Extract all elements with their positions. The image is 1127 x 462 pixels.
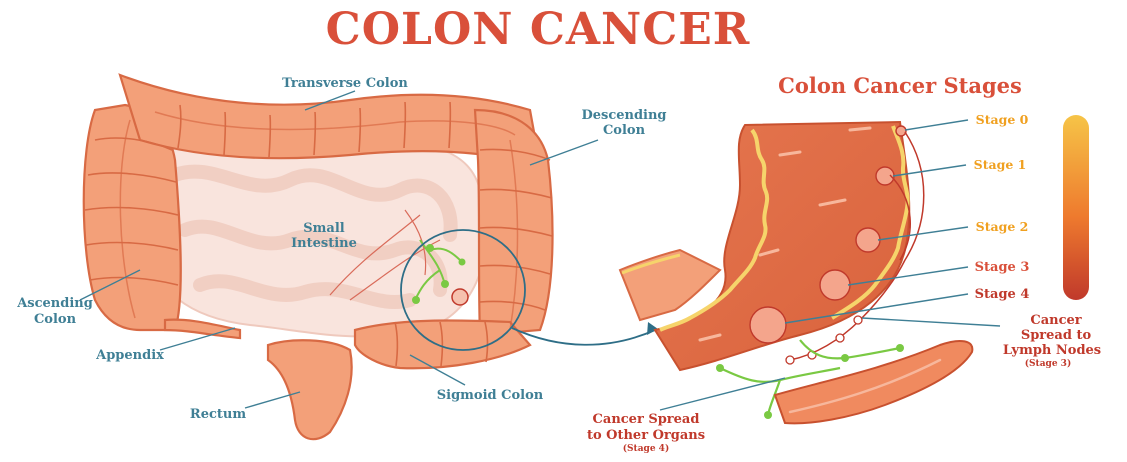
stage-gradient-bar: [1063, 115, 1089, 300]
lymph-label-note: (Stage 3): [1025, 358, 1071, 369]
organs-label-line2: to Other Organs: [587, 428, 705, 443]
lymph-label-line1: Cancer: [1030, 313, 1081, 328]
lymph-label-line2: Spread to: [1021, 328, 1092, 343]
stage-3-label: Stage 3: [975, 260, 1030, 275]
stage-1-label: Stage 1: [974, 157, 1027, 172]
organs-label-line1: Cancer Spread: [593, 412, 700, 427]
label-rectum: Rectum: [190, 407, 246, 422]
label-small-intestine-line1: Small: [303, 221, 345, 236]
stage-2-label: Stage 2: [976, 219, 1029, 234]
organs-label-note: (Stage 4): [623, 443, 669, 454]
colon-cross-section: [620, 122, 972, 423]
stage-0-label: Stage 0: [976, 112, 1029, 127]
label-small-intestine-line2: Intestine: [291, 236, 357, 251]
label-appendix: Appendix: [95, 348, 164, 363]
stage-4-label: Stage 4: [975, 287, 1030, 302]
label-ascending-colon-line1: Ascending: [16, 296, 93, 311]
label-descending-colon-line1: Descending: [581, 108, 666, 123]
organs-spread-label: Cancer Spread to Other Organs (Stage 4): [587, 378, 785, 454]
lymph-label-line3: Lymph Nodes: [1003, 343, 1101, 358]
label-ascending-colon-line2: Colon: [34, 312, 77, 327]
label-sigmoid-colon: Sigmoid Colon: [437, 388, 544, 403]
page-title: COLON CANCER: [326, 4, 751, 55]
colon-anatomy: [84, 75, 658, 439]
label-descending-colon-line2: Colon: [603, 123, 646, 138]
tumor-marker: [452, 289, 468, 305]
stages-title: Colon Cancer Stages: [778, 73, 1022, 98]
label-transverse-colon: Transverse Colon: [282, 76, 408, 91]
